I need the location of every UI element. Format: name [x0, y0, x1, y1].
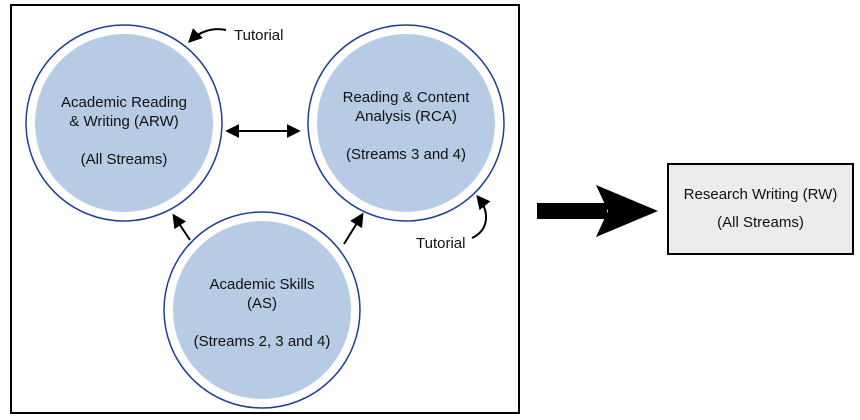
as-label: Academic Skills (AS) (Streams 2, 3 and 4… [172, 275, 352, 351]
rca-title-line1: Reading & Content [342, 89, 470, 106]
diagram-frame [10, 4, 520, 414]
as-title-line1: Academic Skills [209, 276, 315, 293]
rca-streams: (Streams 3 and 4) [345, 146, 467, 163]
arw-circle [25, 24, 223, 222]
as-title-line2: (AS) [247, 295, 277, 312]
rca-title-line2: Analysis (RCA) [355, 108, 457, 125]
as-to-rca-arrow [343, 212, 364, 245]
big-right-arrow [537, 185, 658, 237]
tutorial-top-arrow [188, 28, 227, 43]
research-writing-box: Research Writing (RW) (All Streams) [667, 163, 854, 255]
rw-title: Research Writing (RW) [683, 186, 838, 203]
rca-label: Reading & Content Analysis (RCA) (Stream… [322, 88, 490, 164]
tutorial-bottom-arrow [471, 194, 491, 239]
arw-title-line1: Academic Reading [61, 94, 187, 111]
as-circle [163, 211, 361, 409]
arw-label: Academic Reading & Writing (ARW) (All St… [40, 93, 208, 169]
tutorial-bottom-label: Tutorial [416, 235, 466, 252]
arw-streams: (All Streams) [80, 151, 168, 168]
as-streams: (Streams 2, 3 and 4) [193, 333, 331, 350]
arw-title-line2: & Writing (ARW) [69, 113, 179, 130]
rw-streams: (All Streams) [717, 214, 804, 231]
tutorial-top-label: Tutorial [234, 27, 284, 44]
as-to-arw-arrow [172, 213, 191, 241]
rca-circle [307, 24, 505, 222]
